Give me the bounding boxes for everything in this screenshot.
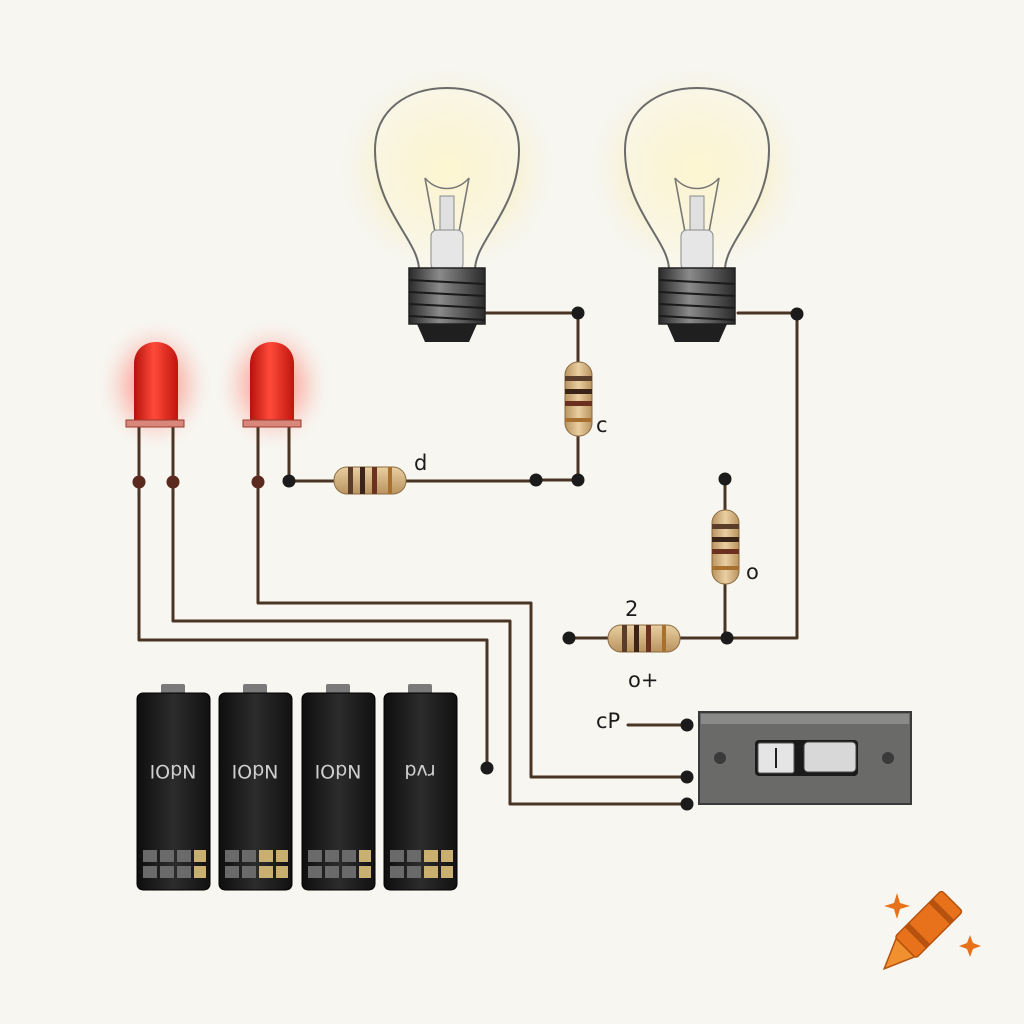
battery-2-level [225, 850, 288, 878]
crayon-icon [882, 890, 981, 971]
resistor-2 [607, 624, 681, 653]
red-led-2 [242, 342, 302, 428]
resistor-c-label: c [596, 413, 608, 437]
switch-rocker[interactable] [803, 741, 857, 773]
battery-4-level [390, 850, 453, 878]
battery-3: NdOI [301, 684, 376, 891]
resistor-d [333, 466, 407, 495]
resistor-o [711, 509, 740, 585]
junction-dots [282, 306, 804, 811]
battery-1: NdOI [136, 684, 211, 891]
resistor-c [564, 361, 593, 437]
battery-3-level [308, 850, 371, 878]
battery-2-label: NdOI [232, 760, 279, 782]
battery-4: rvd [383, 684, 458, 891]
battery-1-label: NdOI [150, 760, 197, 782]
battery-4-label: rvd [404, 760, 435, 782]
battery-2: NdOI [218, 684, 293, 891]
battery-1-level [143, 850, 206, 878]
resistor-d-label: d [414, 451, 427, 475]
resistor-2-sublabel: o+ [628, 668, 658, 692]
wires [137, 311, 799, 806]
switch-input-label: cP [596, 709, 620, 733]
resistor-o-label: o [746, 560, 759, 584]
light-bulb-2 [623, 86, 771, 342]
light-bulb-1 [373, 86, 521, 342]
battery-3-label: NdOI [315, 760, 362, 782]
toggle-switch[interactable] [698, 711, 912, 805]
resistor-2-label: 2 [625, 597, 638, 621]
red-led-1 [125, 342, 185, 428]
lead-dots [132, 475, 265, 489]
